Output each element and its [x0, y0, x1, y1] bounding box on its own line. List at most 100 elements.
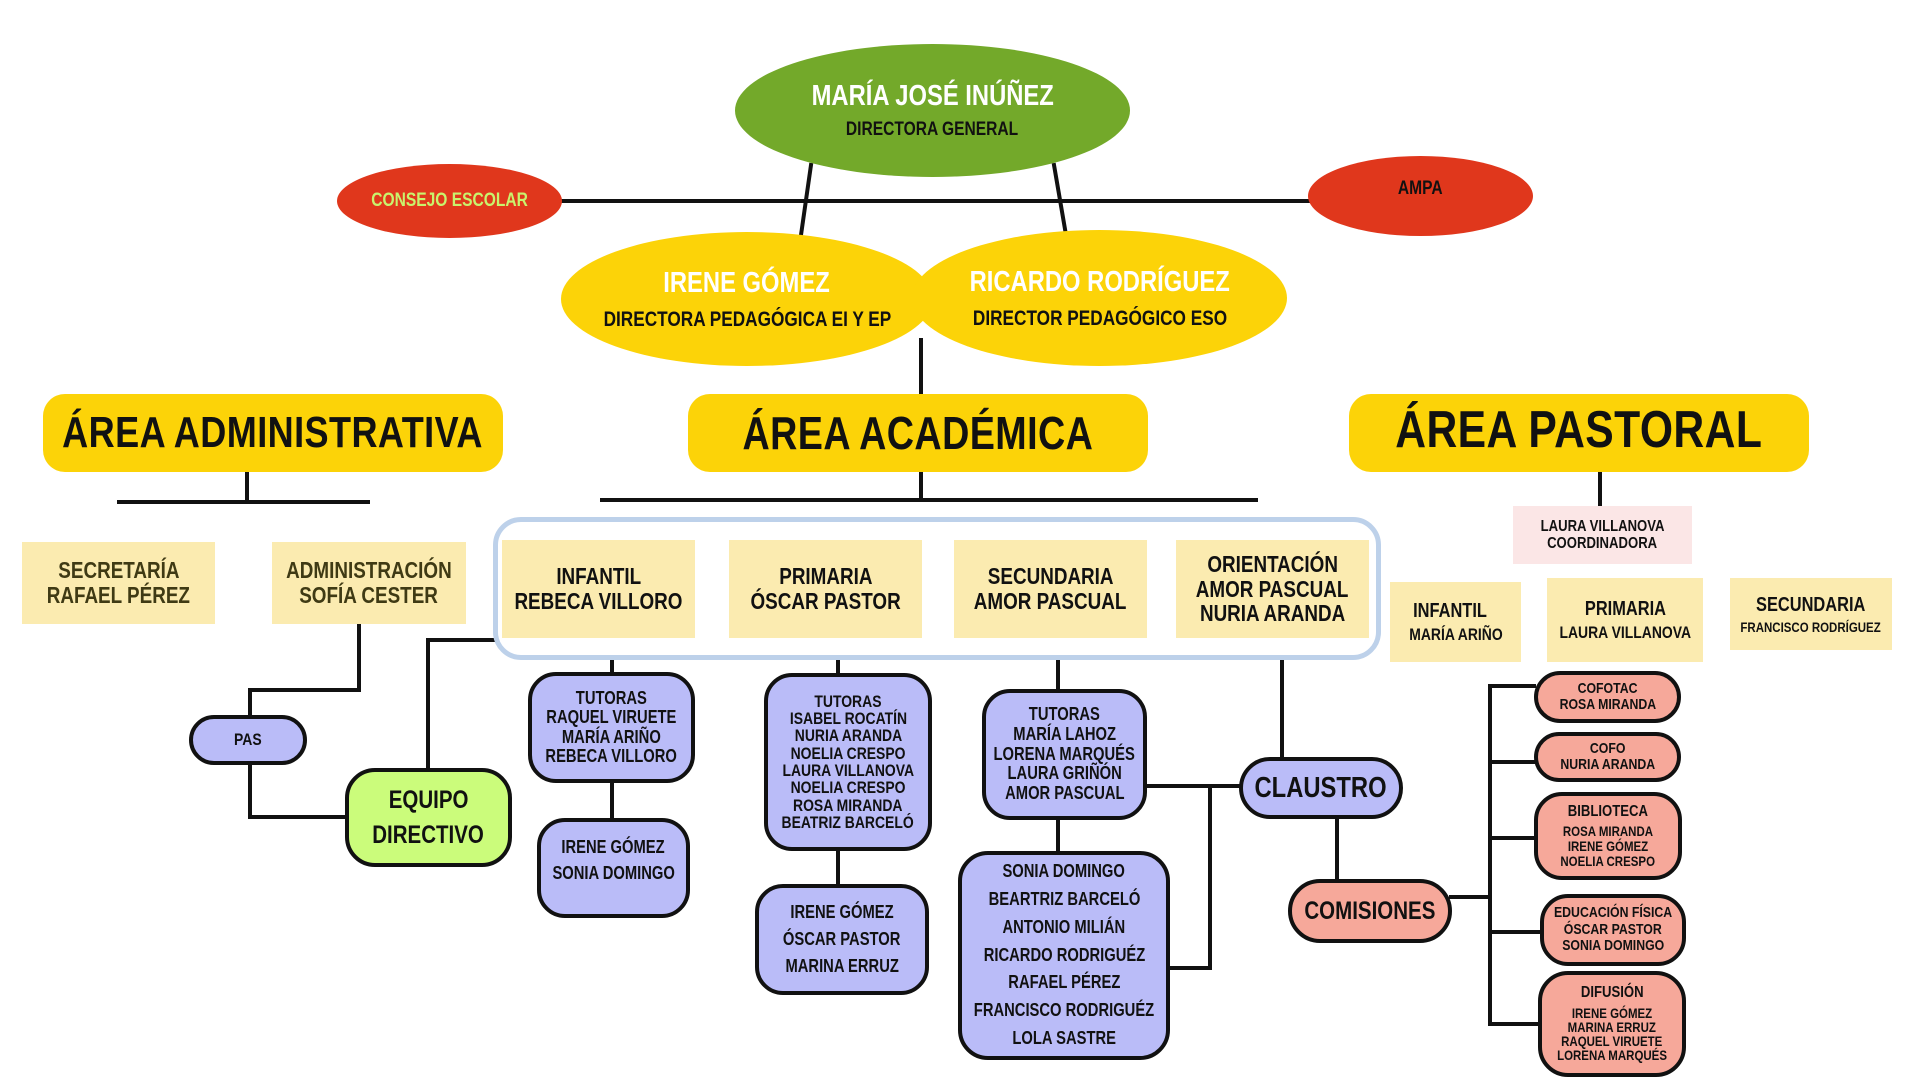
- group-line: RAQUEL VIRUETE: [546, 707, 677, 728]
- commission-cofotac[interactable]: COFOTAC ROSA MIRANDA: [1534, 671, 1681, 723]
- unit-name: SECRETARÍA: [57, 557, 180, 584]
- unit-line: REBECA VILLORO: [514, 588, 683, 614]
- pedagogical-director-role: DIRECTORA PEDAGÓGICA EI Y EP: [603, 307, 891, 331]
- director-general-name: MARÍA JOSÉ INÚÑEZ: [811, 80, 1054, 112]
- commission-biblioteca[interactable]: BIBLIOTECA ROSA MIRANDA IRENE GÓMEZ NOEL…: [1534, 792, 1682, 880]
- commission-member: NURIA ARANDA: [1560, 756, 1655, 773]
- academic-unit-infantil[interactable]: INFANTIL REBECA VILLORO: [502, 540, 695, 638]
- director-general-node[interactable]: MARÍA JOSÉ INÚÑEZ DIRECTORA GENERAL: [735, 44, 1130, 177]
- group-line: IRENE GÓMEZ: [790, 902, 894, 922]
- area-pastoral-header[interactable]: ÁREA PASTORAL: [1349, 394, 1809, 472]
- group-line: MARÍA LAHOZ: [1013, 723, 1116, 744]
- group-line: SONIA DOMINGO: [552, 863, 675, 884]
- unit-line: AMOR PASCUAL: [1196, 575, 1349, 602]
- pedagogical-director-irene-node[interactable]: IRENE GÓMEZ DIRECTORA PEDAGÓGICA EI Y EP: [561, 232, 933, 366]
- unit-line: AMOR PASCUAL: [974, 588, 1127, 614]
- group-line: RICARDO RODRIGUÉZ: [983, 944, 1145, 965]
- area-administrativa-header[interactable]: ÁREA ADMINISTRATIVA: [43, 394, 503, 472]
- pastoral-unit-primaria[interactable]: PRIMARIA LAURA VILLANOVA: [1547, 578, 1703, 662]
- claustro-node[interactable]: CLAUSTRO: [1239, 757, 1403, 819]
- pedagogical-director-role: DIRECTOR PEDAGÓGICO ESO: [972, 306, 1227, 330]
- group-line: TUTORAS: [575, 687, 648, 708]
- secundaria-tutoras-group[interactable]: TUTORAS MARÍA LAHOZ LORENA MARQUÉS LAURA…: [982, 689, 1147, 820]
- group-line: ROSA MIRANDA: [793, 795, 903, 815]
- coordinator-name: LAURA VILLANOVA: [1540, 517, 1665, 535]
- group-line: LAURA GRIÑÓN: [1007, 763, 1122, 784]
- group-line: SONIA DOMINGO: [1002, 860, 1126, 881]
- academic-unit-secundaria[interactable]: SECUNDARIA AMOR PASCUAL: [954, 540, 1147, 638]
- infantil-others-group[interactable]: IRENE GÓMEZ SONIA DOMINGO: [537, 818, 690, 918]
- area-title: ÁREA ACADÉMICA: [742, 407, 1094, 459]
- unit-person: RAFAEL PÉREZ: [46, 582, 191, 608]
- commission-educacion-fisica[interactable]: EDUCACIÓN FÍSICA ÓSCAR PASTOR SONIA DOMI…: [1540, 894, 1686, 966]
- line-pas-equipo: [248, 763, 347, 819]
- group-line: MARÍA ARIÑO: [562, 726, 661, 747]
- commission-name: EDUCACIÓN FÍSICA: [1553, 904, 1673, 922]
- commission-member: ROSA MIRANDA: [1559, 696, 1656, 713]
- pas-node[interactable]: PAS: [189, 715, 307, 765]
- ampa-node[interactable]: AMPA: [1308, 156, 1533, 236]
- commission-cofo[interactable]: COFO NURIA ARANDA: [1534, 732, 1681, 782]
- commission-member: ROSA MIRANDA: [1562, 823, 1654, 840]
- consejo-escolar-label: CONSEJO ESCOLAR: [371, 190, 528, 211]
- unit-person: MARÍA ARIÑO: [1408, 624, 1503, 644]
- group-line: RAFAEL PÉREZ: [1007, 972, 1121, 993]
- unit-line: ORIENTACIÓN: [1207, 550, 1338, 577]
- academic-unit-orientacion[interactable]: ORIENTACIÓN AMOR PASCUAL NURIA ARANDA: [1176, 540, 1369, 638]
- commission-member: RAQUEL VIRUETE: [1561, 1033, 1663, 1050]
- area-academica-header[interactable]: ÁREA ACADÉMICA: [688, 394, 1148, 472]
- unit-person: LAURA VILLANOVA: [1559, 622, 1691, 642]
- commission-member: ÓSCAR PASTOR: [1564, 920, 1662, 938]
- unit-person: FRANCISCO RODRÍGUEZ: [1740, 618, 1882, 635]
- pastoral-unit-secundaria[interactable]: SECUNDARIA FRANCISCO RODRÍGUEZ: [1730, 578, 1892, 650]
- unit-line: SECUNDARIA: [987, 563, 1114, 590]
- commission-member: IRENE GÓMEZ: [1567, 838, 1649, 855]
- group-line: FRANCISCO RODRIGUÉZ: [973, 1000, 1155, 1021]
- group-line: LAURA VILLANOVA: [782, 761, 914, 780]
- line-dg-ricardo: [1051, 162, 1069, 238]
- unit-line: ÓSCAR PASTOR: [750, 588, 901, 614]
- commission-difusion[interactable]: DIFUSIÓN IRENE GÓMEZ MARINA ERRUZ RAQUEL…: [1538, 971, 1686, 1077]
- group-line: LORENA MARQUÉS: [993, 743, 1136, 764]
- commission-name: COFOTAC: [1577, 679, 1638, 697]
- ampa-label: AMPA: [1398, 178, 1443, 199]
- primaria-others-group[interactable]: IRENE GÓMEZ ÓSCAR PASTOR MARINA ERRUZ: [755, 884, 929, 995]
- commission-name: DIFUSIÓN: [1580, 984, 1644, 1002]
- group-line: ANTONIO MILIÁN: [1002, 916, 1126, 937]
- group-line: NOELIA CRESPO: [790, 778, 906, 798]
- academic-unit-primaria[interactable]: PRIMARIA ÓSCAR PASTOR: [729, 540, 922, 638]
- group-line: BEARTRIZ BARCELÓ: [988, 888, 1140, 909]
- commission-member: IRENE GÓMEZ: [1571, 1004, 1653, 1021]
- group-line: TUTORAS: [814, 691, 882, 711]
- admin-unit-secretaria[interactable]: SECRETARÍA RAFAEL PÉREZ: [22, 542, 215, 624]
- line-others-claustro: [1167, 784, 1212, 970]
- equipo-directivo-node[interactable]: EQUIPO DIRECTIVO: [345, 768, 512, 867]
- group-line: NURIA ARANDA: [794, 726, 902, 746]
- group-line: LOLA SASTRE: [1012, 1028, 1116, 1049]
- commission-member: MARINA ERRUZ: [1567, 1018, 1657, 1035]
- group-line: REBECA VILLORO: [545, 745, 678, 766]
- pedagogical-director-ricardo-node[interactable]: RICARDO RODRÍGUEZ DIRECTOR PEDAGÓGICO ES…: [912, 230, 1287, 366]
- unit-name: PRIMARIA: [1584, 597, 1666, 620]
- equipo-line1: EQUIPO: [388, 785, 469, 814]
- comisiones-label: COMISIONES: [1304, 896, 1436, 925]
- pastoral-unit-infantil[interactable]: INFANTIL MARÍA ARIÑO: [1390, 582, 1521, 662]
- equipo-line2: DIRECTIVO: [372, 820, 485, 849]
- comisiones-node[interactable]: COMISIONES: [1288, 879, 1452, 943]
- consejo-escolar-node[interactable]: CONSEJO ESCOLAR: [337, 164, 562, 238]
- unit-name: INFANTIL: [1412, 599, 1487, 622]
- pedagogical-director-name: IRENE GÓMEZ: [663, 266, 831, 299]
- commission-member: SONIA DOMINGO: [1561, 937, 1665, 955]
- group-line: ISABEL ROCATÍN: [789, 709, 907, 729]
- admin-unit-administracion[interactable]: ADMINISTRACIÓN SOFÍA CESTER: [272, 542, 466, 624]
- commission-name: BIBLIOTECA: [1567, 802, 1649, 820]
- primaria-tutoras-group[interactable]: TUTORAS ISABEL ROCATÍN NURIA ARANDA NOEL…: [764, 673, 932, 851]
- pastoral-coordinator[interactable]: LAURA VILLANOVA COORDINADORA: [1513, 506, 1692, 564]
- secundaria-others-group[interactable]: SONIA DOMINGO BEARTRIZ BARCELÓ ANTONIO M…: [958, 851, 1170, 1060]
- group-line: NOELIA CRESPO: [790, 743, 906, 763]
- pas-label: PAS: [234, 730, 262, 749]
- infantil-tutoras-group[interactable]: TUTORAS RAQUEL VIRUETE MARÍA ARIÑO REBEC…: [528, 672, 695, 783]
- commission-member: NOELIA CRESPO: [1560, 852, 1656, 869]
- commission-name: COFO: [1589, 739, 1626, 757]
- group-line: AMOR PASCUAL: [1004, 783, 1125, 804]
